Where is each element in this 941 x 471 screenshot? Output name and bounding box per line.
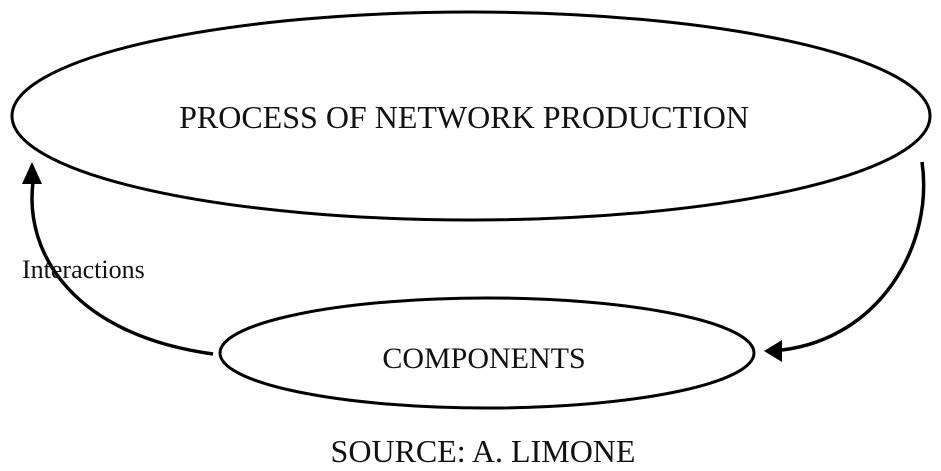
components-label: COMPONENTS [382,342,585,375]
arrow-left-head [22,162,42,184]
arrow-right-curve [781,161,926,352]
process-ellipse [10,10,932,222]
arrow-to-components [764,161,926,362]
components-ellipse [218,296,756,410]
process-node: PROCESS OF NETWORK PRODUCTION [10,10,932,222]
source-caption: SOURCE: A. LIMONE [331,433,636,469]
process-label: PROCESS OF NETWORK PRODUCTION [179,99,749,135]
interactions-label: Interactions [22,255,145,284]
arrow-right-head [764,340,782,362]
arrow-to-process [22,162,214,356]
arrow-left-curve [30,181,214,356]
components-node: COMPONENTS [218,296,756,410]
